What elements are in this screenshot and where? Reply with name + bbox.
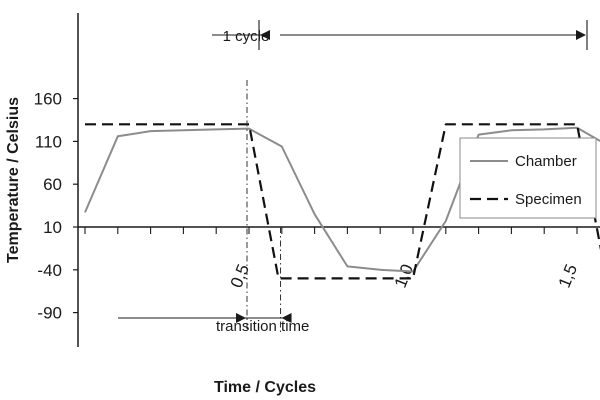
y-tick-label: 160 [34, 90, 62, 109]
transition-arrowhead-right [281, 313, 292, 323]
transition-label: transition time [216, 318, 309, 335]
series-line-specimen [85, 123, 600, 280]
series-lines [84, 123, 600, 280]
y-tick-label: -90 [37, 304, 62, 323]
y-tick-label: -40 [37, 261, 62, 280]
legend-box [459, 137, 597, 219]
x-tick-label: 1,0 [391, 261, 417, 290]
cycle-arrowhead-left [260, 30, 270, 40]
cycle-arrowhead-right [576, 30, 586, 40]
y-tick-label: 110 [35, 132, 62, 151]
x-axis-title: Time / Cycles [214, 379, 316, 396]
annotations: 1 cycle transition time [118, 20, 588, 335]
y-axis-title: Temperature / Celsius [5, 97, 22, 263]
x-tick-label: 0,5 [227, 261, 253, 290]
cycle-label: 1 cycle [223, 28, 270, 45]
x-tick-label: 1,5 [555, 261, 581, 290]
y-tick-label: 60 [43, 175, 62, 194]
series-line-chamber [84, 126, 600, 273]
legend-label-specimen: Specimen [515, 191, 582, 208]
legend-label-chamber: Chamber [515, 153, 577, 170]
y-ticks: -90 -40 10 60 110 160 [34, 90, 78, 323]
legend: Chamber Specimen [459, 137, 597, 219]
y-tick-label: 10 [43, 218, 62, 237]
axes [77, 13, 600, 347]
